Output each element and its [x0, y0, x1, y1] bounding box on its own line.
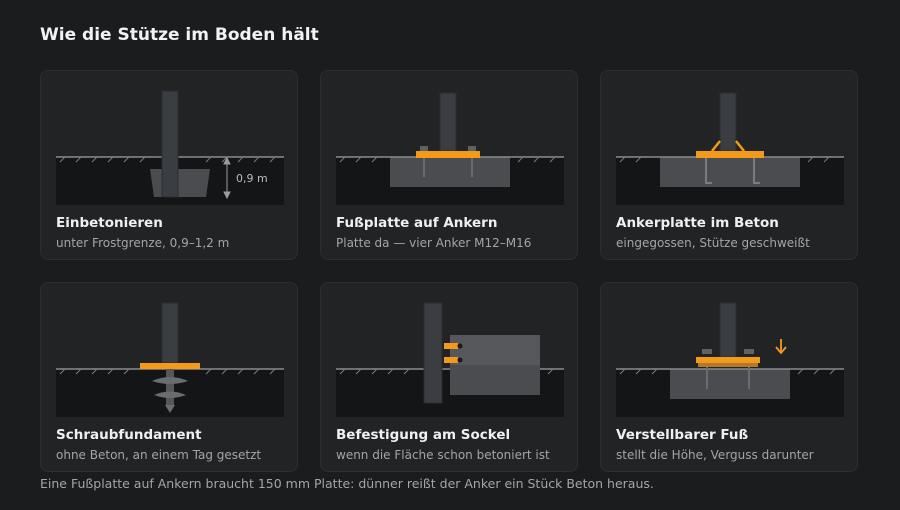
weld-seams — [711, 140, 745, 152]
base-plate — [416, 151, 480, 158]
flange-plate — [140, 363, 200, 369]
illustration-fussplatte — [336, 92, 564, 205]
card-subtitle: wenn die Fläche schon betoniert ist — [336, 448, 550, 462]
card-title: Verstellbarer Fuß — [616, 427, 749, 443]
card-befestigung-am-sockel: Befestigung am Sockel wenn die Fläche sc… — [320, 282, 578, 472]
screw-threads — [152, 377, 188, 413]
side-brackets — [444, 343, 458, 363]
card-subtitle: stellt die Höhe, Verguss darunter — [616, 448, 814, 462]
anchor-hooks — [705, 158, 760, 184]
card-title: Fußplatte auf Ankern — [336, 215, 498, 231]
card-subtitle: eingegossen, Stütze geschweißt — [616, 236, 810, 250]
post — [719, 302, 737, 358]
arrow-down-icon — [775, 339, 787, 355]
post — [423, 302, 443, 404]
concrete-foundation — [150, 169, 210, 197]
leveling-nuts — [702, 349, 754, 354]
footnote: Eine Fußplatte auf Ankern braucht 150 mm… — [40, 476, 654, 491]
card-title: Befestigung am Sockel — [336, 427, 511, 443]
page-title: Wie die Stütze im Boden hält — [40, 25, 319, 45]
card-subtitle: unter Frostgrenze, 0,9–1,2 m — [56, 236, 230, 250]
screw-shaft — [166, 369, 174, 407]
card-schraubfundament: Schraubfundament ohne Beton, an einem Ta… — [40, 282, 298, 472]
card-ankerplatte-im-beton: Ankerplatte im Beton eingegossen, Stütze… — [600, 70, 858, 260]
embedded-plate — [696, 151, 764, 158]
illustration-ankerplatte — [616, 92, 844, 205]
post — [719, 92, 737, 152]
illustration-sockel — [336, 302, 564, 417]
post — [161, 90, 179, 198]
anchor-bolts — [420, 146, 476, 152]
illustration-verstellbar — [616, 302, 844, 417]
concrete-slab — [660, 157, 800, 187]
card-title: Schraubfundament — [56, 427, 202, 443]
card-title: Einbetonieren — [56, 215, 163, 231]
depth-label: 0,9 m — [236, 172, 268, 185]
concrete-slab — [670, 369, 790, 399]
card-einbetonieren: 0,9 m Einbetonieren unter Frostgrenze, 0… — [40, 70, 298, 260]
base-plate — [696, 357, 760, 363]
illustration-einbetonieren: 0,9 m — [56, 90, 284, 205]
card-subtitle: Platte da — vier Anker M12–M16 — [336, 236, 532, 250]
illustration-schraubfundament — [56, 302, 284, 417]
post — [439, 92, 457, 152]
card-verstellbarer-fuss: Verstellbarer Fuß stellt die Höhe, Vergu… — [600, 282, 858, 472]
concrete-slab — [390, 157, 510, 187]
bolt-heads — [457, 343, 463, 363]
card-title: Ankerplatte im Beton — [616, 215, 779, 231]
grout-layer — [698, 363, 758, 367]
post — [161, 302, 179, 364]
depth-dimension — [223, 156, 231, 200]
card-subtitle: ohne Beton, an einem Tag gesetzt — [56, 448, 262, 462]
card-fussplatte-auf-ankern: Fußplatte auf Ankern Platte da — vier An… — [320, 70, 578, 260]
